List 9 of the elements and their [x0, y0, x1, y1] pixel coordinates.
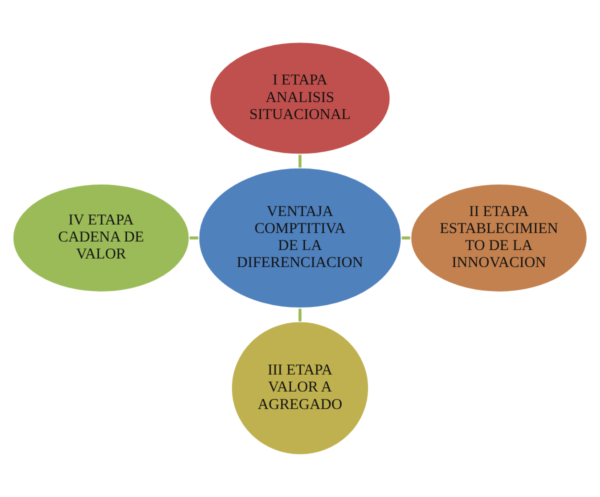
- node-ellipse: VENTAJA COMPTITIVA DE LA DIFERENCIACION: [198, 166, 402, 310]
- connector: [298, 308, 302, 322]
- node-ellipse: I ETAPA ANALISIS SITUACIONAL: [208, 41, 392, 156]
- connector: [402, 236, 410, 240]
- node-circle: III ETAPA VALOR A AGREGADO: [230, 320, 370, 456]
- node-ellipse: IV ETAPA CADENA DE VALOR: [12, 182, 190, 293]
- node-ellipse: II ETAPA ESTABLECIMIEN TO DE LA INNOVACION: [410, 182, 588, 293]
- connector: [298, 154, 302, 168]
- connector: [190, 236, 198, 240]
